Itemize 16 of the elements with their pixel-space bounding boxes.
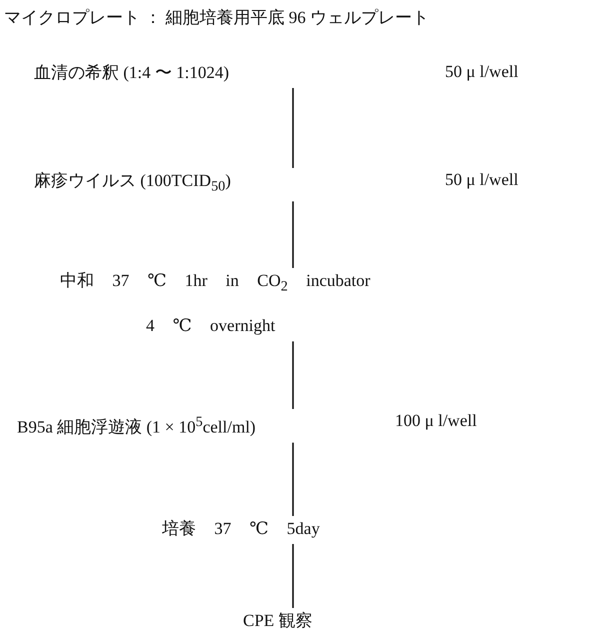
step-label: 培養 37 ℃ 5day [162, 518, 320, 540]
connector-line [292, 442, 294, 516]
step-label: 中和 37 ℃ 1hr in CO$_{2}$ incubator [60, 270, 370, 296]
step-label: 麻疹ウイルス (100TCID$_{50}$) [34, 170, 231, 196]
step-label: 血清の希釈 (1:4 〜 1:1024) [34, 62, 230, 84]
volume-label: 50 μ l/well [445, 170, 518, 190]
step-label: 4 ℃ overnight [146, 315, 276, 338]
connector-line [292, 201, 294, 268]
connector-line [292, 544, 294, 608]
step-label: CPE 観察 [243, 610, 312, 632]
volume-label: 100 μ l/well [395, 411, 477, 431]
title: マイクロプレート ： 細胞培養用平底 96 ウェルプレート [4, 7, 429, 29]
volume-label: 50 μ l/well [445, 62, 518, 82]
connector-line [292, 341, 294, 409]
connector-line [292, 88, 294, 168]
step-label: B95a 細胞浮遊液 (1 × 10$^{5}$cell/ml) [17, 413, 256, 439]
